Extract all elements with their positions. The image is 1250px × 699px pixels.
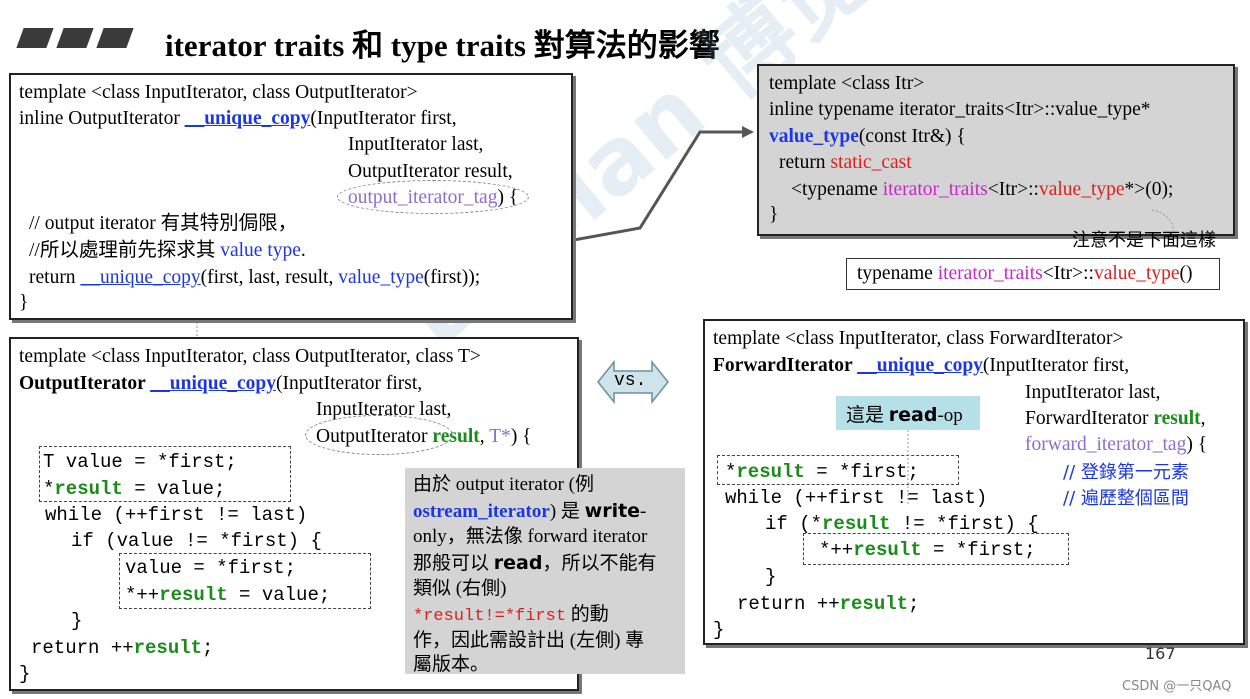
code-line: typename iterator_traits<Itr>::value_typ… — [857, 263, 1193, 284]
slide-title: iterator traits 和 type traits 對算法的影響 — [165, 28, 720, 63]
dotted-frame — [717, 455, 959, 485]
function-name: value_type — [769, 126, 859, 147]
code-line: } — [19, 663, 31, 685]
code-line: T value = *first; — [43, 451, 237, 473]
csdn-credit: CSDN @一只QAQ — [1122, 679, 1232, 694]
callout-note: 注意不是下面這樣 — [1072, 230, 1216, 250]
code-line: } — [765, 566, 777, 588]
code-line: template <class InputIterator, class Out… — [19, 82, 418, 103]
code-line: ForwardIterator __unique_copy(InputItera… — [713, 355, 1130, 376]
code-line: *result = *first; — [725, 461, 919, 483]
code-line: *result = value; — [43, 478, 226, 500]
code-line: template <class InputIterator, class For… — [713, 328, 1124, 349]
page-number: 167 — [1145, 644, 1176, 663]
highlight-oval — [337, 180, 529, 214]
dotted-frame — [39, 446, 291, 502]
function-name: __unique_copy — [184, 108, 311, 129]
code-line: value = *first; — [125, 557, 297, 579]
code-box-forward-version: template <class InputIterator, class For… — [703, 319, 1245, 645]
comment-line: // output iterator 有其特別侷限， — [29, 213, 298, 234]
code-line: return ++result; — [31, 637, 214, 659]
function-name: __unique_copy — [857, 355, 983, 376]
code-line: inline OutputIterator __unique_copy(Inpu… — [19, 108, 457, 129]
code-line: return __unique_copy(first, last, result… — [29, 267, 481, 288]
dotted-frame — [119, 553, 371, 609]
comment-line: // 登錄第一元素 — [1063, 462, 1189, 483]
code-line: return ++result; — [737, 593, 920, 615]
code-line: if (*result != *first) { — [765, 513, 1039, 535]
read-op-pointer — [907, 430, 909, 506]
code-line: template <class Itr> — [769, 73, 925, 94]
callout-line — [1151, 209, 1175, 233]
code-line: if (value != *first) { — [71, 530, 322, 552]
code-line: value_type(const Itr&) { — [769, 126, 966, 147]
highlight-oval — [305, 415, 453, 455]
code-box-dispatch: template <class InputIterator, class Out… — [9, 73, 573, 320]
code-line: } — [713, 619, 725, 641]
code-line: template <class InputIterator, class Out… — [19, 346, 481, 367]
code-line: inline typename iterator_traits<Itr>::va… — [769, 99, 1151, 120]
code-line: OutputIterator result, — [348, 161, 513, 182]
code-line: while (++first != last) — [45, 504, 308, 526]
comment-line: //所以處理前先探求其 value type. — [29, 240, 306, 261]
code-line: } — [769, 204, 779, 225]
vs-label: vs. — [614, 371, 647, 391]
alt-expression-box: typename iterator_traits<Itr>::value_typ… — [846, 258, 1220, 290]
code-line: InputIterator last, — [1025, 382, 1161, 403]
code-line: return static_cast — [779, 152, 912, 173]
explanation-note: 由於 output iterator (例 ostream_iterator) … — [405, 468, 685, 675]
code-line: ForwardIterator result, — [1025, 408, 1206, 429]
code-box-output-version: template <class InputIterator, class Out… — [9, 337, 579, 691]
code-line: } — [71, 610, 83, 632]
code-line: } — [19, 292, 29, 313]
function-name: __unique_copy — [150, 373, 276, 394]
comment-line: // 遍歷整個區間 — [1063, 488, 1189, 509]
read-op-tag: 這是 read-op — [836, 396, 980, 430]
code-line: InputIterator last, — [348, 134, 484, 155]
code-box-value-type: template <class Itr> inline typename ite… — [757, 64, 1235, 236]
code-line: <typename iterator_traits<Itr>::value_ty… — [791, 179, 1174, 200]
dotted-frame — [803, 533, 1069, 565]
code-line: OutputIterator __unique_copy(InputIterat… — [19, 373, 423, 394]
code-line: *++result = *first; — [819, 539, 1036, 561]
code-line: forward_iterator_tag) { — [1025, 434, 1208, 455]
vs-arrow-icon — [597, 359, 669, 405]
code-line: while (++first != last) — [725, 487, 988, 509]
code-line: *++result = value; — [125, 584, 331, 606]
